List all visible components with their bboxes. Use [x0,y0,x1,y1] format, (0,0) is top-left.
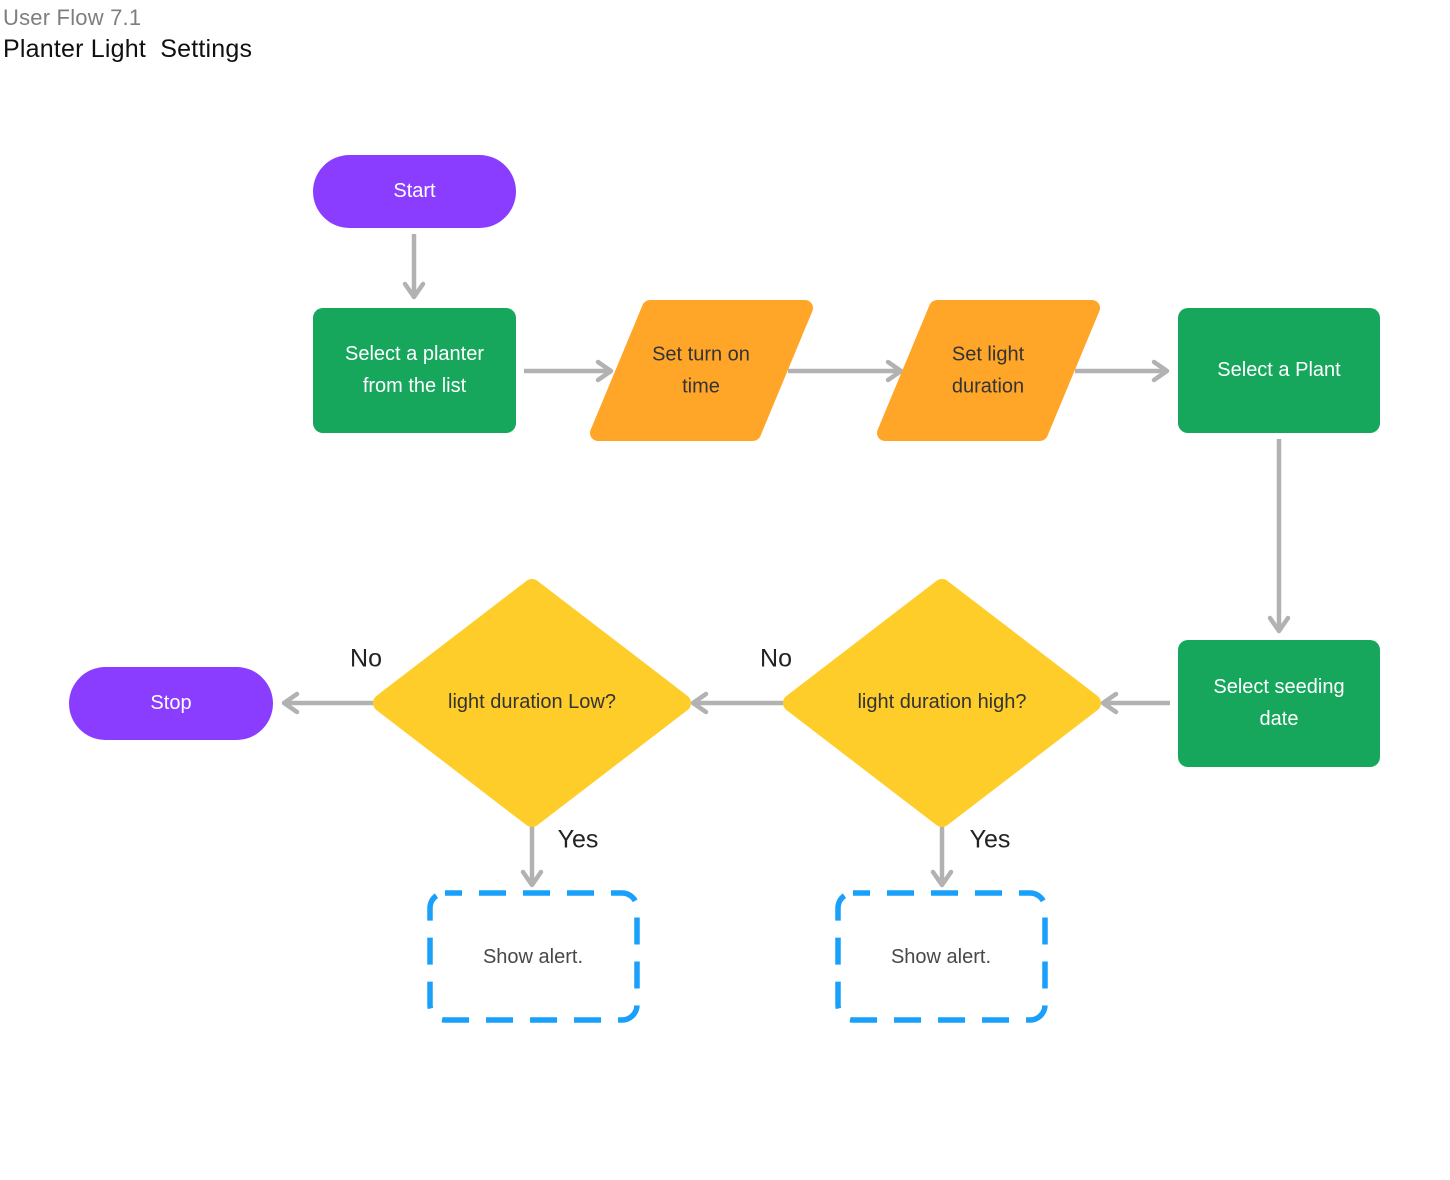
node-select-plant-label: Select a Plant [1217,358,1341,381]
node-duration-high-label: light duration high? [857,691,1027,714]
node-alert-low-label: Show alert. [482,946,584,969]
node-stop: Stop [69,667,273,740]
edge-label-yes-left: Yes [557,825,599,854]
node-select-seeding-date: Select seeding date [1178,640,1380,767]
alert-box-low [427,890,640,1023]
node-duration-low-label: light duration Low? [448,691,616,714]
node-select-plant: Select a Plant [1178,308,1380,433]
node-set-light-duration-label: Set light duration [951,343,1025,397]
io-shape-set-turn-on-time [590,300,813,441]
edge-label-yes-right: Yes [969,825,1011,854]
node-set-turn-on-time-label: Set turn on time [652,343,750,397]
decision-shape-duration-high [783,579,1101,827]
node-select-planter: Select a planter from the list [313,308,516,433]
node-start-label: Start [393,179,436,202]
arrow-group [281,234,1291,888]
decision-shape-duration-low [373,579,691,827]
node-select-seeding-date-label: Select seeding date [1213,675,1345,730]
node-stop-label: Stop [150,691,192,714]
node-start: Start [313,155,516,228]
page-title: Planter Light Settings [3,35,253,63]
edge-label-no-right: No [760,644,792,673]
node-alert-high-label: Show alert. [890,946,992,969]
flow-version-label: User Flow 7.1 [3,5,142,30]
edge-label-no-left: No [350,644,382,673]
io-shape-set-light-duration [877,300,1100,441]
alert-box-high [835,890,1048,1023]
node-select-planter-label: Select a planter from the list [345,342,484,397]
